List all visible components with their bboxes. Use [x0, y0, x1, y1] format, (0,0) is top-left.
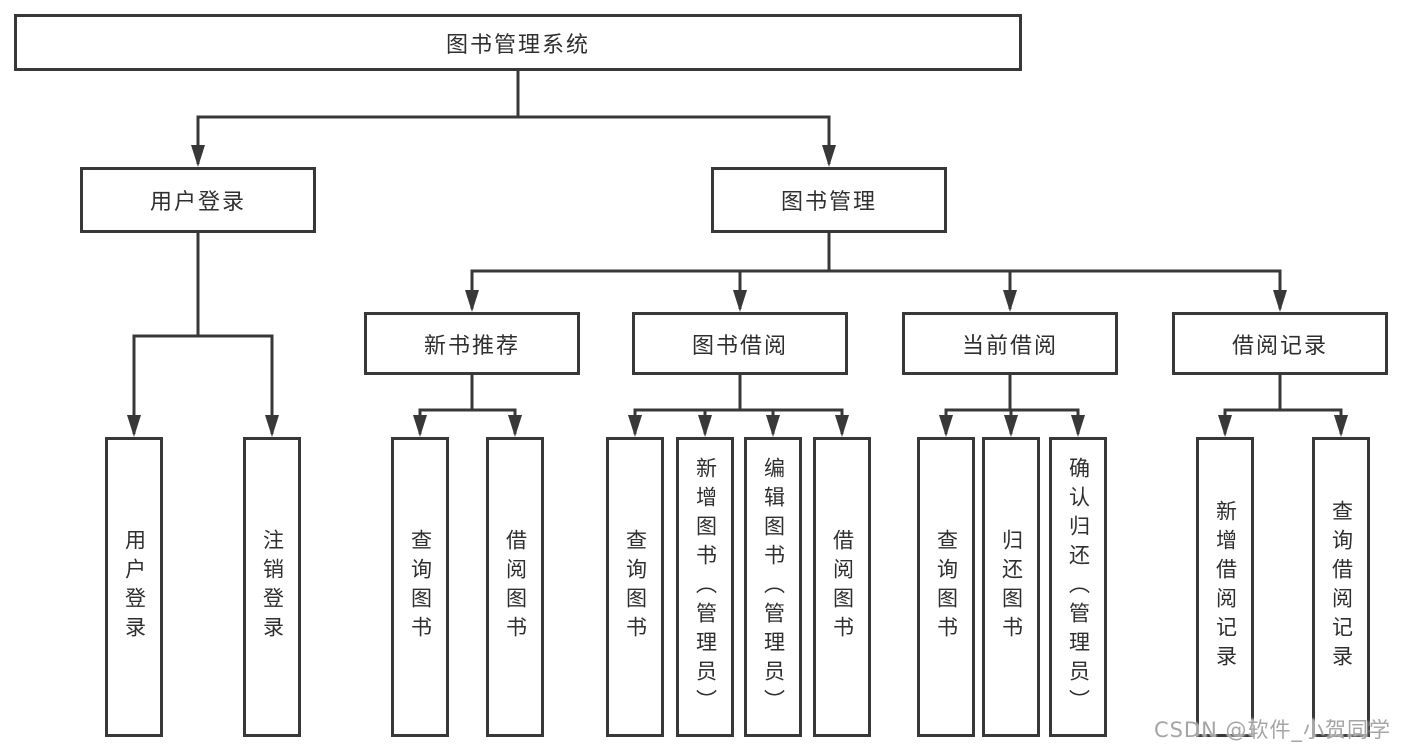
leaf-add-borrow-record-label: 新增借阅记录	[1213, 500, 1238, 674]
leaf-borrow-books-recommend-label: 借阅图书	[503, 529, 528, 645]
leaf-query-books-current: 查询图书	[917, 437, 975, 737]
leaf-confirm-return-admin: 确认归还（管理员）	[1049, 437, 1107, 737]
leaf-return-books: 归还图书	[982, 437, 1040, 737]
leaf-query-books-current-label: 查询图书	[934, 529, 959, 645]
leaf-user-login: 用户登录	[105, 437, 163, 737]
leaf-logout-login-label: 注销登录	[260, 529, 285, 645]
leaf-query-borrow-record: 查询借阅记录	[1312, 437, 1370, 737]
node-new-book-recommend: 新书推荐	[364, 312, 580, 375]
leaf-add-borrow-record: 新增借阅记录	[1196, 437, 1254, 737]
leaf-add-books-admin-label: 新增图书（管理员）	[693, 456, 718, 718]
node-user-login: 用户登录	[80, 167, 316, 233]
node-book-borrow-label: 图书借阅	[691, 333, 788, 359]
leaf-confirm-return-admin-label: 确认归还（管理员）	[1066, 456, 1091, 718]
node-system-root-label: 图书管理系统	[445, 32, 590, 58]
leaf-query-books-recommend-label: 查询图书	[408, 529, 433, 645]
node-book-borrow: 图书借阅	[632, 312, 848, 375]
leaf-query-books-borrow-label: 查询图书	[623, 529, 648, 645]
leaf-logout-login: 注销登录	[243, 437, 301, 737]
leaf-user-login-label: 用户登录	[122, 529, 147, 645]
leaf-borrow-books-recommend: 借阅图书	[486, 437, 544, 737]
node-book-management-label: 图书管理	[780, 190, 877, 215]
leaf-query-books-borrow: 查询图书	[606, 437, 664, 737]
node-borrow-records-label: 借阅记录	[1231, 333, 1328, 359]
leaf-borrow-books-borrow-label: 借阅图书	[830, 529, 855, 645]
node-system-root: 图书管理系统	[14, 14, 1022, 71]
node-user-login-label: 用户登录	[149, 190, 246, 215]
node-current-borrow-label: 当前借阅	[961, 333, 1058, 359]
leaf-borrow-books-borrow: 借阅图书	[813, 437, 871, 737]
leaf-query-books-recommend: 查询图书	[391, 437, 449, 737]
node-borrow-records: 借阅记录	[1172, 312, 1388, 375]
node-new-book-recommend-label: 新书推荐	[423, 333, 520, 359]
leaf-edit-books-admin-label: 编辑图书（管理员）	[761, 456, 786, 718]
node-current-borrow: 当前借阅	[902, 312, 1118, 375]
leaf-return-books-label: 归还图书	[999, 529, 1024, 645]
leaf-add-books-admin: 新增图书（管理员）	[676, 437, 734, 737]
leaf-query-borrow-record-label: 查询借阅记录	[1329, 500, 1354, 674]
leaf-edit-books-admin: 编辑图书（管理员）	[744, 437, 802, 737]
node-book-management: 图书管理	[711, 167, 947, 233]
csdn-watermark: CSDN @软件_小贺同学	[1153, 718, 1391, 742]
